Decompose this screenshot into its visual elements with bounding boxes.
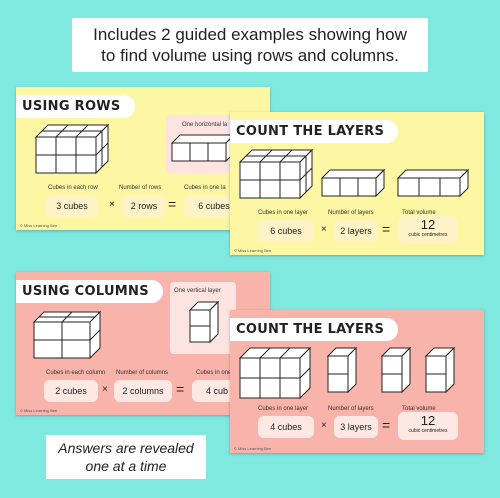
- footer-line-2: one at a time: [85, 458, 167, 474]
- label-total-volume: Total volume: [402, 406, 436, 412]
- equals-sign: =: [168, 196, 177, 212]
- label-cubes-one-layer: Cubes in one layer: [258, 210, 309, 216]
- slide-using-columns: USING COLUMNS One vertical layer Cubes i…: [16, 272, 270, 415]
- value-result: 4 cub: [192, 380, 242, 402]
- value-rows: 2 rows: [122, 195, 166, 217]
- label-cubes-each-column: Cubes in each column: [46, 370, 106, 376]
- times-sign: ×: [109, 199, 115, 210]
- total-unit: cubic centimetres: [408, 428, 448, 434]
- total-number: 12: [420, 217, 436, 232]
- callout-label: One horizontal la: [182, 122, 228, 128]
- slide-count-layers-1: COUNT THE LAYERS Cubes in one layer: [230, 112, 484, 255]
- cube-array-full: [238, 346, 312, 400]
- slide-banner: USING ROWS: [16, 95, 135, 118]
- label-number-layers: Number of layers: [328, 406, 374, 412]
- times-sign: ×: [321, 420, 327, 431]
- value-result: 6 cubes: [184, 195, 244, 217]
- header-line-1: Includes 2 guided examples showing how: [93, 25, 407, 44]
- cube-array-3x2x2: [34, 123, 110, 175]
- value-cubes: 2 cubes: [44, 380, 98, 402]
- cube-array-2x2x2: [32, 310, 102, 360]
- header-card: Includes 2 guided examples showing how t…: [72, 18, 428, 72]
- slide-using-rows: USING ROWS One horizontal la Cubes in ea…: [16, 87, 270, 230]
- layer-1-cubes: [326, 346, 358, 394]
- value-total-volume: 12 cubic centimetres: [398, 216, 458, 244]
- credit: © Miss Learning Bee: [20, 408, 58, 413]
- layer-1-cubes: [320, 168, 386, 198]
- label-number-rows: Number of rows: [119, 185, 162, 191]
- layer-3-cubes: [424, 346, 456, 394]
- total-number: 12: [420, 413, 436, 428]
- label-number-columns: Number of columns: [116, 370, 169, 376]
- value-cubes: 4 cubes: [258, 416, 314, 438]
- times-sign: ×: [321, 224, 327, 235]
- credit: © Miss Learning Bee: [234, 248, 272, 253]
- value-layers: 2 layers: [334, 220, 378, 242]
- label-cubes-each-row: Cubes in each row: [48, 185, 98, 191]
- slide-banner: USING COLUMNS: [16, 280, 163, 303]
- footer-line-1: Answers are revealed: [58, 440, 194, 456]
- label-cubes-one-layer: Cubes in one: [196, 370, 232, 376]
- cube-array-full: [238, 148, 314, 200]
- layer-2-cubes: [380, 346, 412, 394]
- times-sign: ×: [102, 384, 108, 395]
- credit: © Miss Learning Bee: [20, 223, 58, 228]
- label-total-volume: Total volume: [402, 210, 436, 216]
- label-number-layers: Number of layers: [328, 210, 374, 216]
- slide-banner: COUNT THE LAYERS: [230, 120, 399, 143]
- equals-sign: =: [382, 221, 391, 237]
- value-cubes: 3 cubes: [46, 195, 98, 217]
- vertical-layer-cubes: [188, 300, 220, 344]
- value-layers: 3 layers: [334, 416, 378, 438]
- value-cubes: 6 cubes: [258, 220, 314, 242]
- label-cubes-one-layer: Cubes in one layer: [258, 406, 309, 412]
- layer-2-cubes: [396, 168, 470, 198]
- value-total-volume: 12 cubic centimetres: [398, 412, 458, 440]
- label-cubes-one-layer: Cubes in one la: [184, 185, 226, 191]
- equals-sign: =: [176, 381, 185, 397]
- callout-label: One vertical layer: [174, 288, 221, 294]
- slide-banner: COUNT THE LAYERS: [230, 318, 399, 341]
- value-columns: 2 columns: [114, 380, 172, 402]
- equals-sign: =: [382, 417, 391, 433]
- footer-card: Answers are revealed one at a time: [46, 435, 206, 479]
- credit: © Miss Learning Bee: [234, 446, 272, 451]
- total-unit: cubic centimetres: [408, 232, 448, 238]
- slide-count-layers-2: COUNT THE LAYERS: [230, 310, 484, 453]
- header-line-2: to find volume using rows and columns.: [101, 46, 399, 65]
